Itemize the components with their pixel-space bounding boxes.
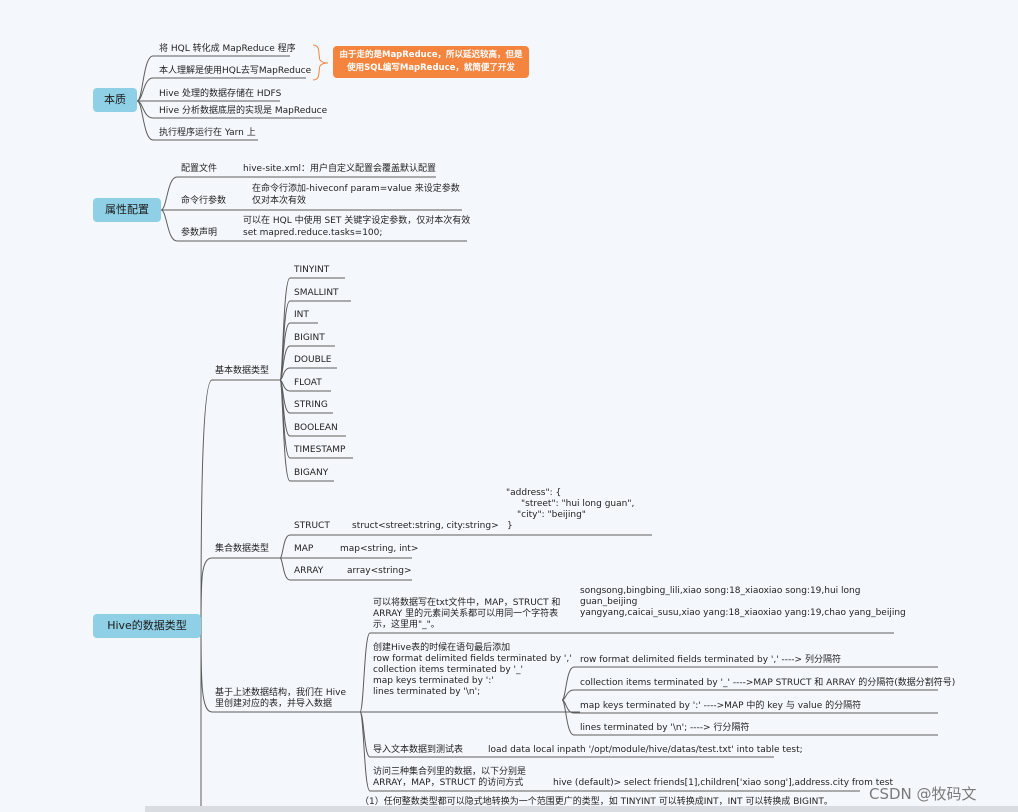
config-value[interactable]: 在命令行添加-hiveconf param=value 来设定参数 (252, 184, 460, 194)
essence-item[interactable]: 将 HQL 转化成 MapReduce 程序 (159, 44, 296, 54)
watermark: CSDN @牧码文 (869, 785, 977, 803)
sample-data[interactable]: yangyang,caicai_susu,xiao yang:18_xiaoxi… (580, 608, 906, 618)
struct-example[interactable]: "city": "beijing" (517, 510, 586, 520)
essence-callout[interactable]: 由于走的是MapReduce，所以延迟较高，但是 使用SQL编写MapReduc… (333, 46, 529, 78)
config-label[interactable]: 配置文件 (181, 164, 218, 174)
collection-def[interactable]: struct<street:string, city:string> (352, 521, 499, 531)
txt-note[interactable]: ARRAY 里的元素间关系都可以用同一个字符表 (373, 609, 559, 619)
access-stmt[interactable]: hive (default)> select friends[1],childr… (553, 778, 893, 788)
essence-item[interactable]: Hive 分析数据底层的实现是 MapReduce (159, 106, 328, 116)
basic-type[interactable]: BIGINT (294, 333, 325, 343)
node-config[interactable]: 属性配置 (93, 198, 161, 222)
collection-type[interactable]: ARRAY (294, 566, 324, 576)
basic-type[interactable]: STRING (294, 400, 328, 410)
config-value[interactable]: hive-site.xml：用户自定义配置会覆盖默认配置 (243, 164, 437, 174)
load-stmt[interactable]: load data local inpath '/opt/module/hive… (488, 745, 803, 755)
create-stmt[interactable]: collection items terminated by '_' (373, 665, 524, 675)
callout-line: 使用SQL编写MapReduce，就简便了开发 (347, 63, 515, 73)
basic-types-label[interactable]: 基本数据类型 (215, 366, 270, 376)
config-label[interactable]: 参数声明 (181, 228, 218, 238)
node-essence[interactable]: 本质 (93, 88, 137, 112)
basic-type[interactable]: SMALLINT (294, 288, 339, 298)
config-label[interactable]: 命令行参数 (181, 196, 227, 206)
node-datatypes[interactable]: Hive的数据类型 (93, 614, 201, 638)
config-value[interactable]: set mapred.reduce.tasks=100; (243, 228, 383, 238)
basic-type[interactable]: INT (294, 310, 309, 320)
basic-type[interactable]: TINYINT (294, 265, 330, 275)
struct-example[interactable]: } (507, 521, 513, 531)
essence-item[interactable]: 执行程序运行在 Yarn 上 (159, 128, 256, 138)
horizontal-scrollbar[interactable] (145, 806, 1018, 812)
create-stmt[interactable]: row format delimited fields terminated b… (373, 654, 572, 664)
struct-example[interactable]: "address": { (506, 488, 562, 498)
delimiter-explain[interactable]: row format delimited fields terminated b… (580, 655, 841, 665)
collection-type[interactable]: STRUCT (294, 521, 330, 531)
create-stmt[interactable]: map keys terminated by ':' (373, 676, 494, 686)
collection-def[interactable]: array<string> (347, 566, 412, 576)
delimiter-explain[interactable]: lines terminated by '\n'; ----> 行分隔符 (580, 723, 750, 733)
delimiter-explain[interactable]: collection items terminated by '_' ---->… (580, 678, 956, 688)
sample-data[interactable]: guan_beijing (580, 597, 638, 607)
basic-type[interactable]: BOOLEAN (294, 423, 338, 433)
import-label[interactable]: 里创建对应的表，并导入数据 (215, 699, 333, 709)
essence-item[interactable]: 本人理解是使用HQL去写MapReduce (159, 66, 312, 76)
collection-types-label[interactable]: 集合数据类型 (215, 544, 270, 554)
access-label[interactable]: 访问三种集合列里的数据，以下分别是 (373, 767, 527, 777)
collection-def[interactable]: map<string, int> (340, 544, 419, 554)
create-stmt[interactable]: lines terminated by '\n'; (373, 687, 481, 697)
import-label[interactable]: 基于上述数据结构，我们在 Hive (215, 688, 346, 698)
sample-data[interactable]: songsong,bingbing_lili,xiao song:18_xiao… (580, 586, 861, 596)
callout-line: 由于走的是MapReduce，所以延迟较高，但是 (339, 50, 523, 60)
basic-type[interactable]: FLOAT (294, 378, 322, 388)
access-label[interactable]: ARRAY，MAP，STRUCT 的访问方式 (373, 778, 524, 788)
load-label[interactable]: 导入文本数据到测试表 (373, 745, 464, 755)
basic-type[interactable]: TIMESTAMP (294, 445, 346, 455)
config-value[interactable]: 可以在 HQL 中使用 SET 关键字设定参数，仅对本次有效 (243, 216, 471, 226)
basic-type[interactable]: DOUBLE (294, 355, 332, 365)
struct-example[interactable]: "street": "hui long guan", (521, 499, 635, 509)
conversion-note[interactable]: （1）任何整数类型都可以隐式地转换为一个范围更广的类型，如 TINYINT 可以… (360, 797, 833, 807)
txt-note[interactable]: 示，这里用"_"。 (373, 620, 440, 630)
create-stmt[interactable]: 创建Hive表的时候在语句最后添加 (373, 643, 511, 653)
collection-type[interactable]: MAP (294, 544, 314, 554)
config-value[interactable]: 仅对本次有效 (252, 196, 307, 206)
txt-note[interactable]: 可以将数据写在txt文件中，MAP，STRUCT 和 (373, 598, 561, 608)
essence-item[interactable]: Hive 处理的数据存储在 HDFS (159, 89, 282, 99)
basic-type[interactable]: BIGANY (294, 468, 329, 478)
delimiter-explain[interactable]: map keys terminated by ':' ---->MAP 中的 k… (580, 701, 862, 711)
